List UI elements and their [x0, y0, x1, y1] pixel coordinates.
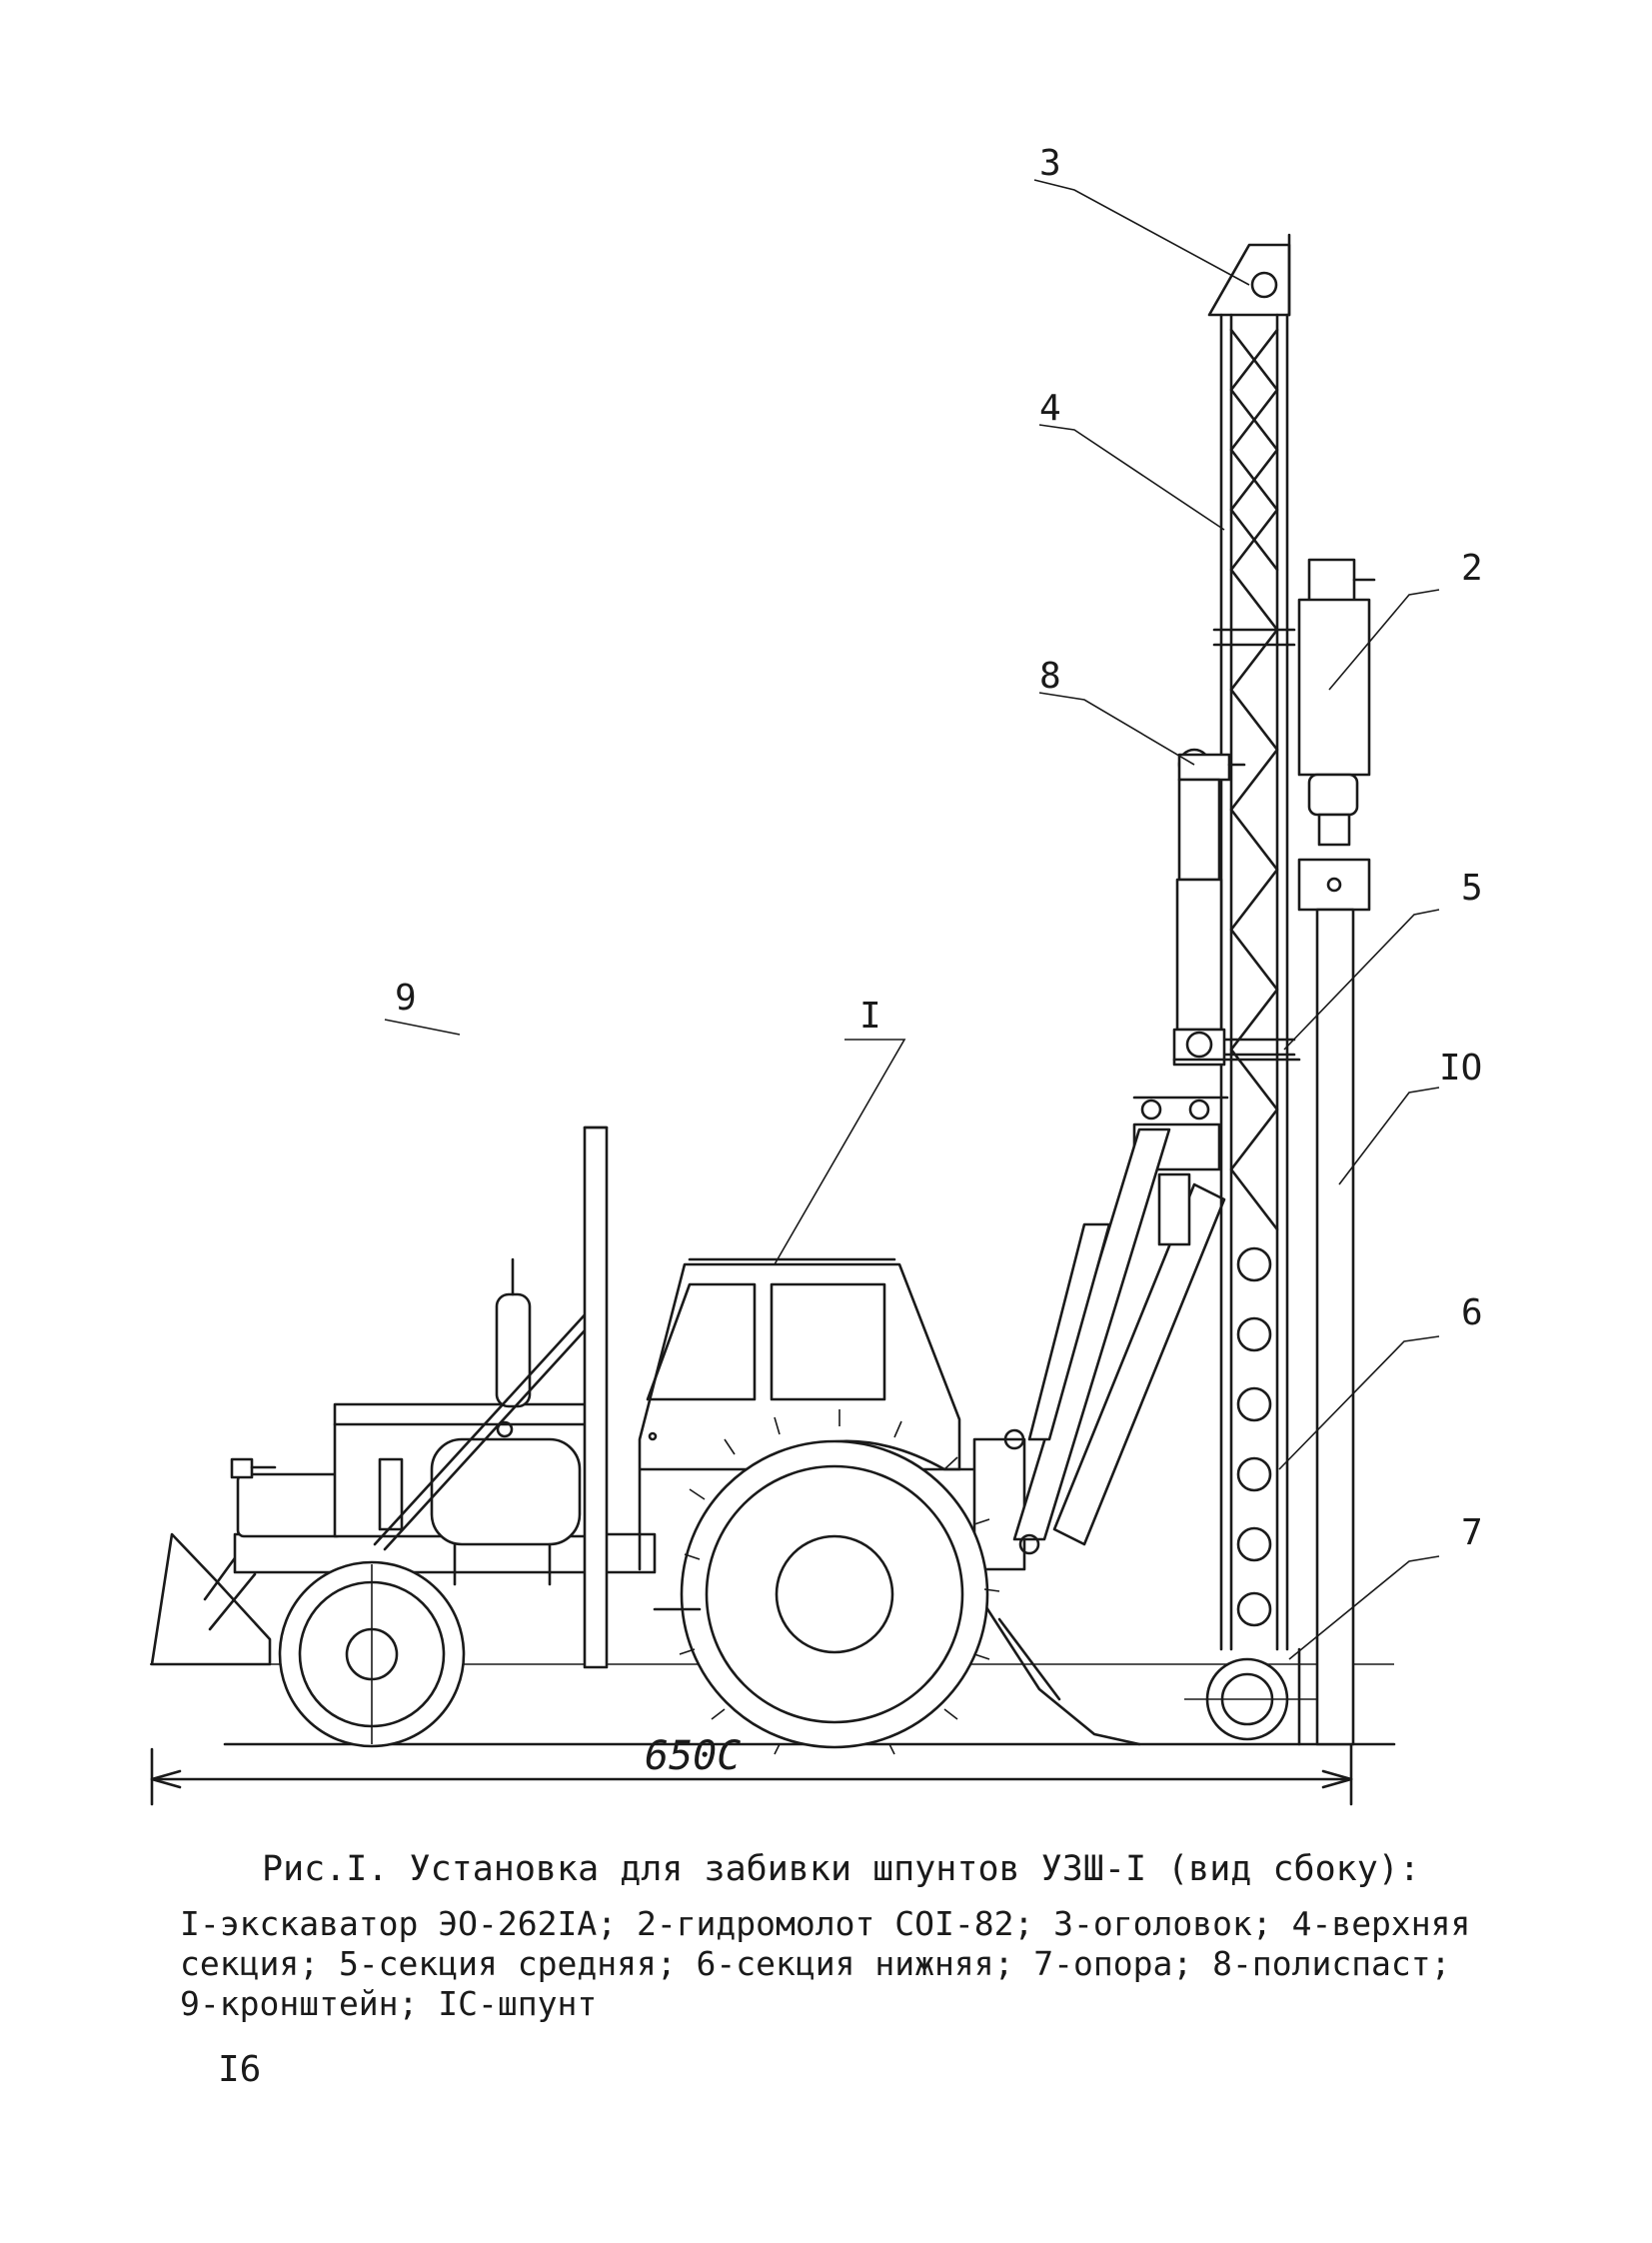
callout-8: 8 — [1039, 656, 1061, 697]
figure-caption-title: Рис.I. Установка для забивки шпунтов УЗШ… — [262, 1849, 1420, 1889]
callout-10: IO — [1439, 1048, 1482, 1089]
callout-leaders — [385, 180, 1439, 1659]
dimension-label: 650C — [645, 1733, 741, 1779]
dimension-line: 650C — [152, 1699, 1351, 1804]
callout-7: 7 — [1461, 1512, 1483, 1553]
callout-1: I — [859, 996, 881, 1037]
callout-labels: I 2 3 4 5 6 7 8 9 IO — [395, 143, 1483, 1553]
callout-6: 6 — [1461, 1292, 1483, 1333]
callout-5: 5 — [1461, 868, 1483, 909]
callout-2: 2 — [1461, 548, 1483, 589]
callout-9: 9 — [395, 978, 417, 1019]
callout-3: 3 — [1039, 143, 1061, 184]
page-number: I6 — [218, 2049, 262, 2090]
figure-caption-body: I-экскаватор ЭО-262IA; 2-гидромолот СОI-… — [180, 1904, 1471, 2023]
boom-linkage — [1005, 1098, 1227, 1553]
callout-4: 4 — [1039, 388, 1061, 429]
technical-drawing: 650C — [0, 143, 1483, 1849]
mast — [1174, 235, 1374, 1744]
excavator — [152, 1127, 1139, 1754]
